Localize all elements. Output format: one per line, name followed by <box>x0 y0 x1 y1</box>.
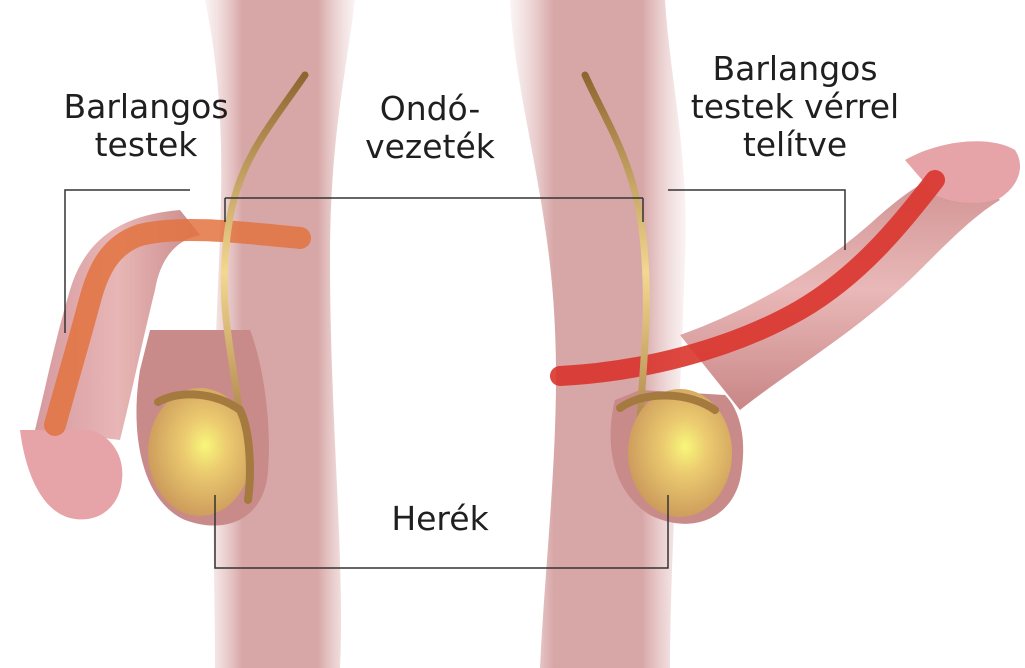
label-engorged-line3: telítve <box>680 126 910 164</box>
label-testes-line1: Herék <box>380 500 500 538</box>
label-cavernous-bodies: Barlangos testek <box>46 88 246 164</box>
left-glans <box>20 430 122 519</box>
label-testes: Herék <box>380 500 500 538</box>
leader-right-cavernous <box>668 190 845 250</box>
label-cavernous-bodies-line2: testek <box>46 126 246 164</box>
label-vas-deferens: Ondó- vezeték <box>340 90 520 166</box>
label-engorged-line1: Barlangos <box>680 50 910 88</box>
label-cavernous-bodies-engorged: Barlangos testek vérrel telítve <box>680 50 910 164</box>
label-engorged-line2: testek vérrel <box>680 88 910 126</box>
label-vas-deferens-line2: vezeték <box>340 128 520 166</box>
label-vas-deferens-line1: Ondó- <box>340 90 520 128</box>
label-cavernous-bodies-line1: Barlangos <box>46 88 246 126</box>
